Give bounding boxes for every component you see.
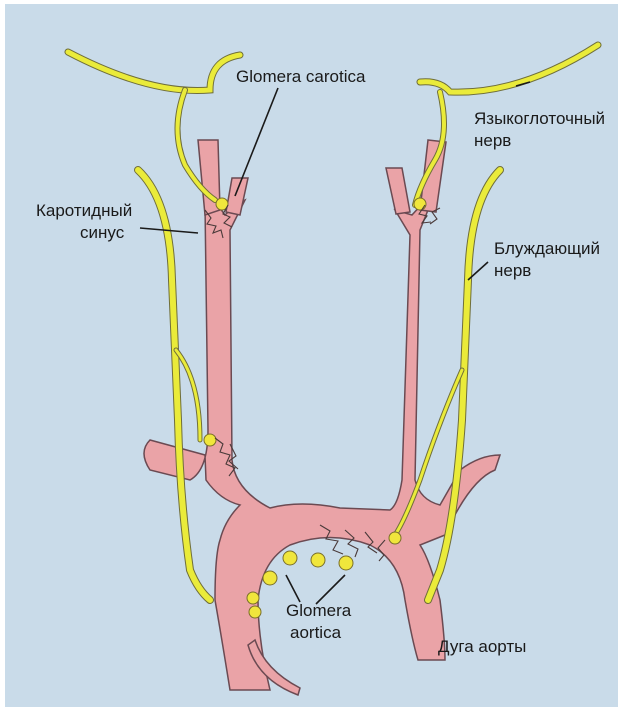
label-vagus-line1: Блуждающий (494, 238, 600, 259)
label-glomera-carotica: Glomera carotica (236, 66, 365, 87)
label-aortic-arch: Дуга аорты (438, 636, 526, 657)
label-glossopharyngeal-line1: Языкоглоточный (474, 108, 605, 129)
label-carotid-sinus-line1: Каротидный (36, 200, 132, 221)
label-glomera-aortica-line2: aortica (290, 622, 341, 643)
label-vagus-line2: нерв (494, 260, 531, 281)
left-external-carotid (226, 178, 248, 215)
label-glomera-aortica-line1: Glomera (286, 600, 351, 621)
label-carotid-sinus-line2: синус (80, 222, 124, 243)
label-glossopharyngeal-line2: нерв (474, 130, 511, 151)
right-external-carotid (386, 168, 410, 214)
